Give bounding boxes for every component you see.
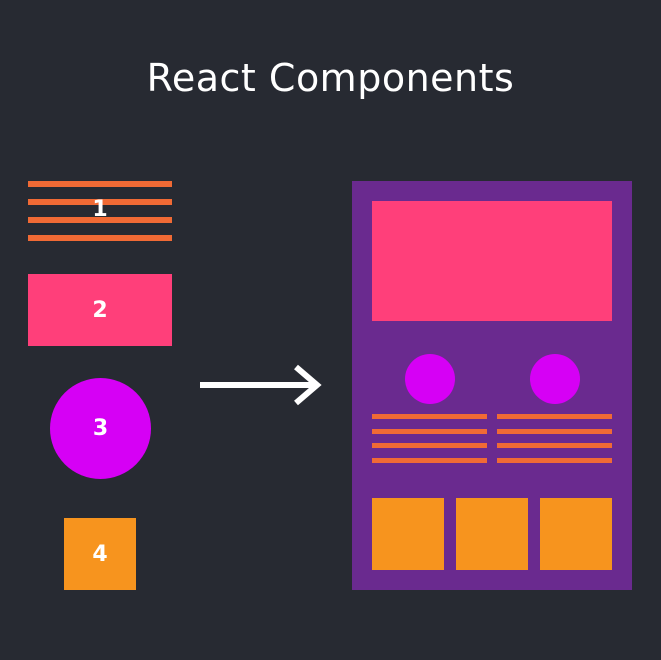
page-text-line — [372, 429, 487, 434]
right-arrow-icon — [200, 364, 322, 406]
component-1-text-lines: 1 — [28, 181, 172, 243]
component-3-label: 3 — [92, 416, 109, 441]
text-line-bar — [28, 235, 172, 241]
component-3-circle: 3 — [50, 378, 151, 479]
composed-page — [352, 181, 632, 590]
page-circle-left — [405, 354, 455, 404]
component-2-banner-box: 2 — [28, 274, 172, 346]
text-line-bar — [28, 217, 172, 223]
page-text-line — [372, 414, 487, 419]
page-text-line — [497, 443, 612, 448]
text-line-bar — [28, 181, 172, 187]
diagram-title: React Components — [146, 56, 515, 100]
page-circle-right — [530, 354, 580, 404]
page-hero-banner — [372, 201, 612, 321]
page-tile-3 — [540, 498, 612, 570]
component-4-label: 4 — [92, 541, 108, 567]
page-tile-2 — [456, 498, 528, 570]
page-text-line — [497, 458, 612, 463]
component-2-label: 2 — [92, 297, 108, 323]
page-tile-1 — [372, 498, 444, 570]
page-text-line — [372, 443, 487, 448]
page-text-line — [497, 414, 612, 419]
component-1-label: 1 — [92, 197, 108, 222]
page-text-line — [497, 429, 612, 434]
component-4-square-tile: 4 — [64, 518, 136, 590]
text-line-bar — [28, 199, 172, 205]
page-text-line — [372, 458, 487, 463]
